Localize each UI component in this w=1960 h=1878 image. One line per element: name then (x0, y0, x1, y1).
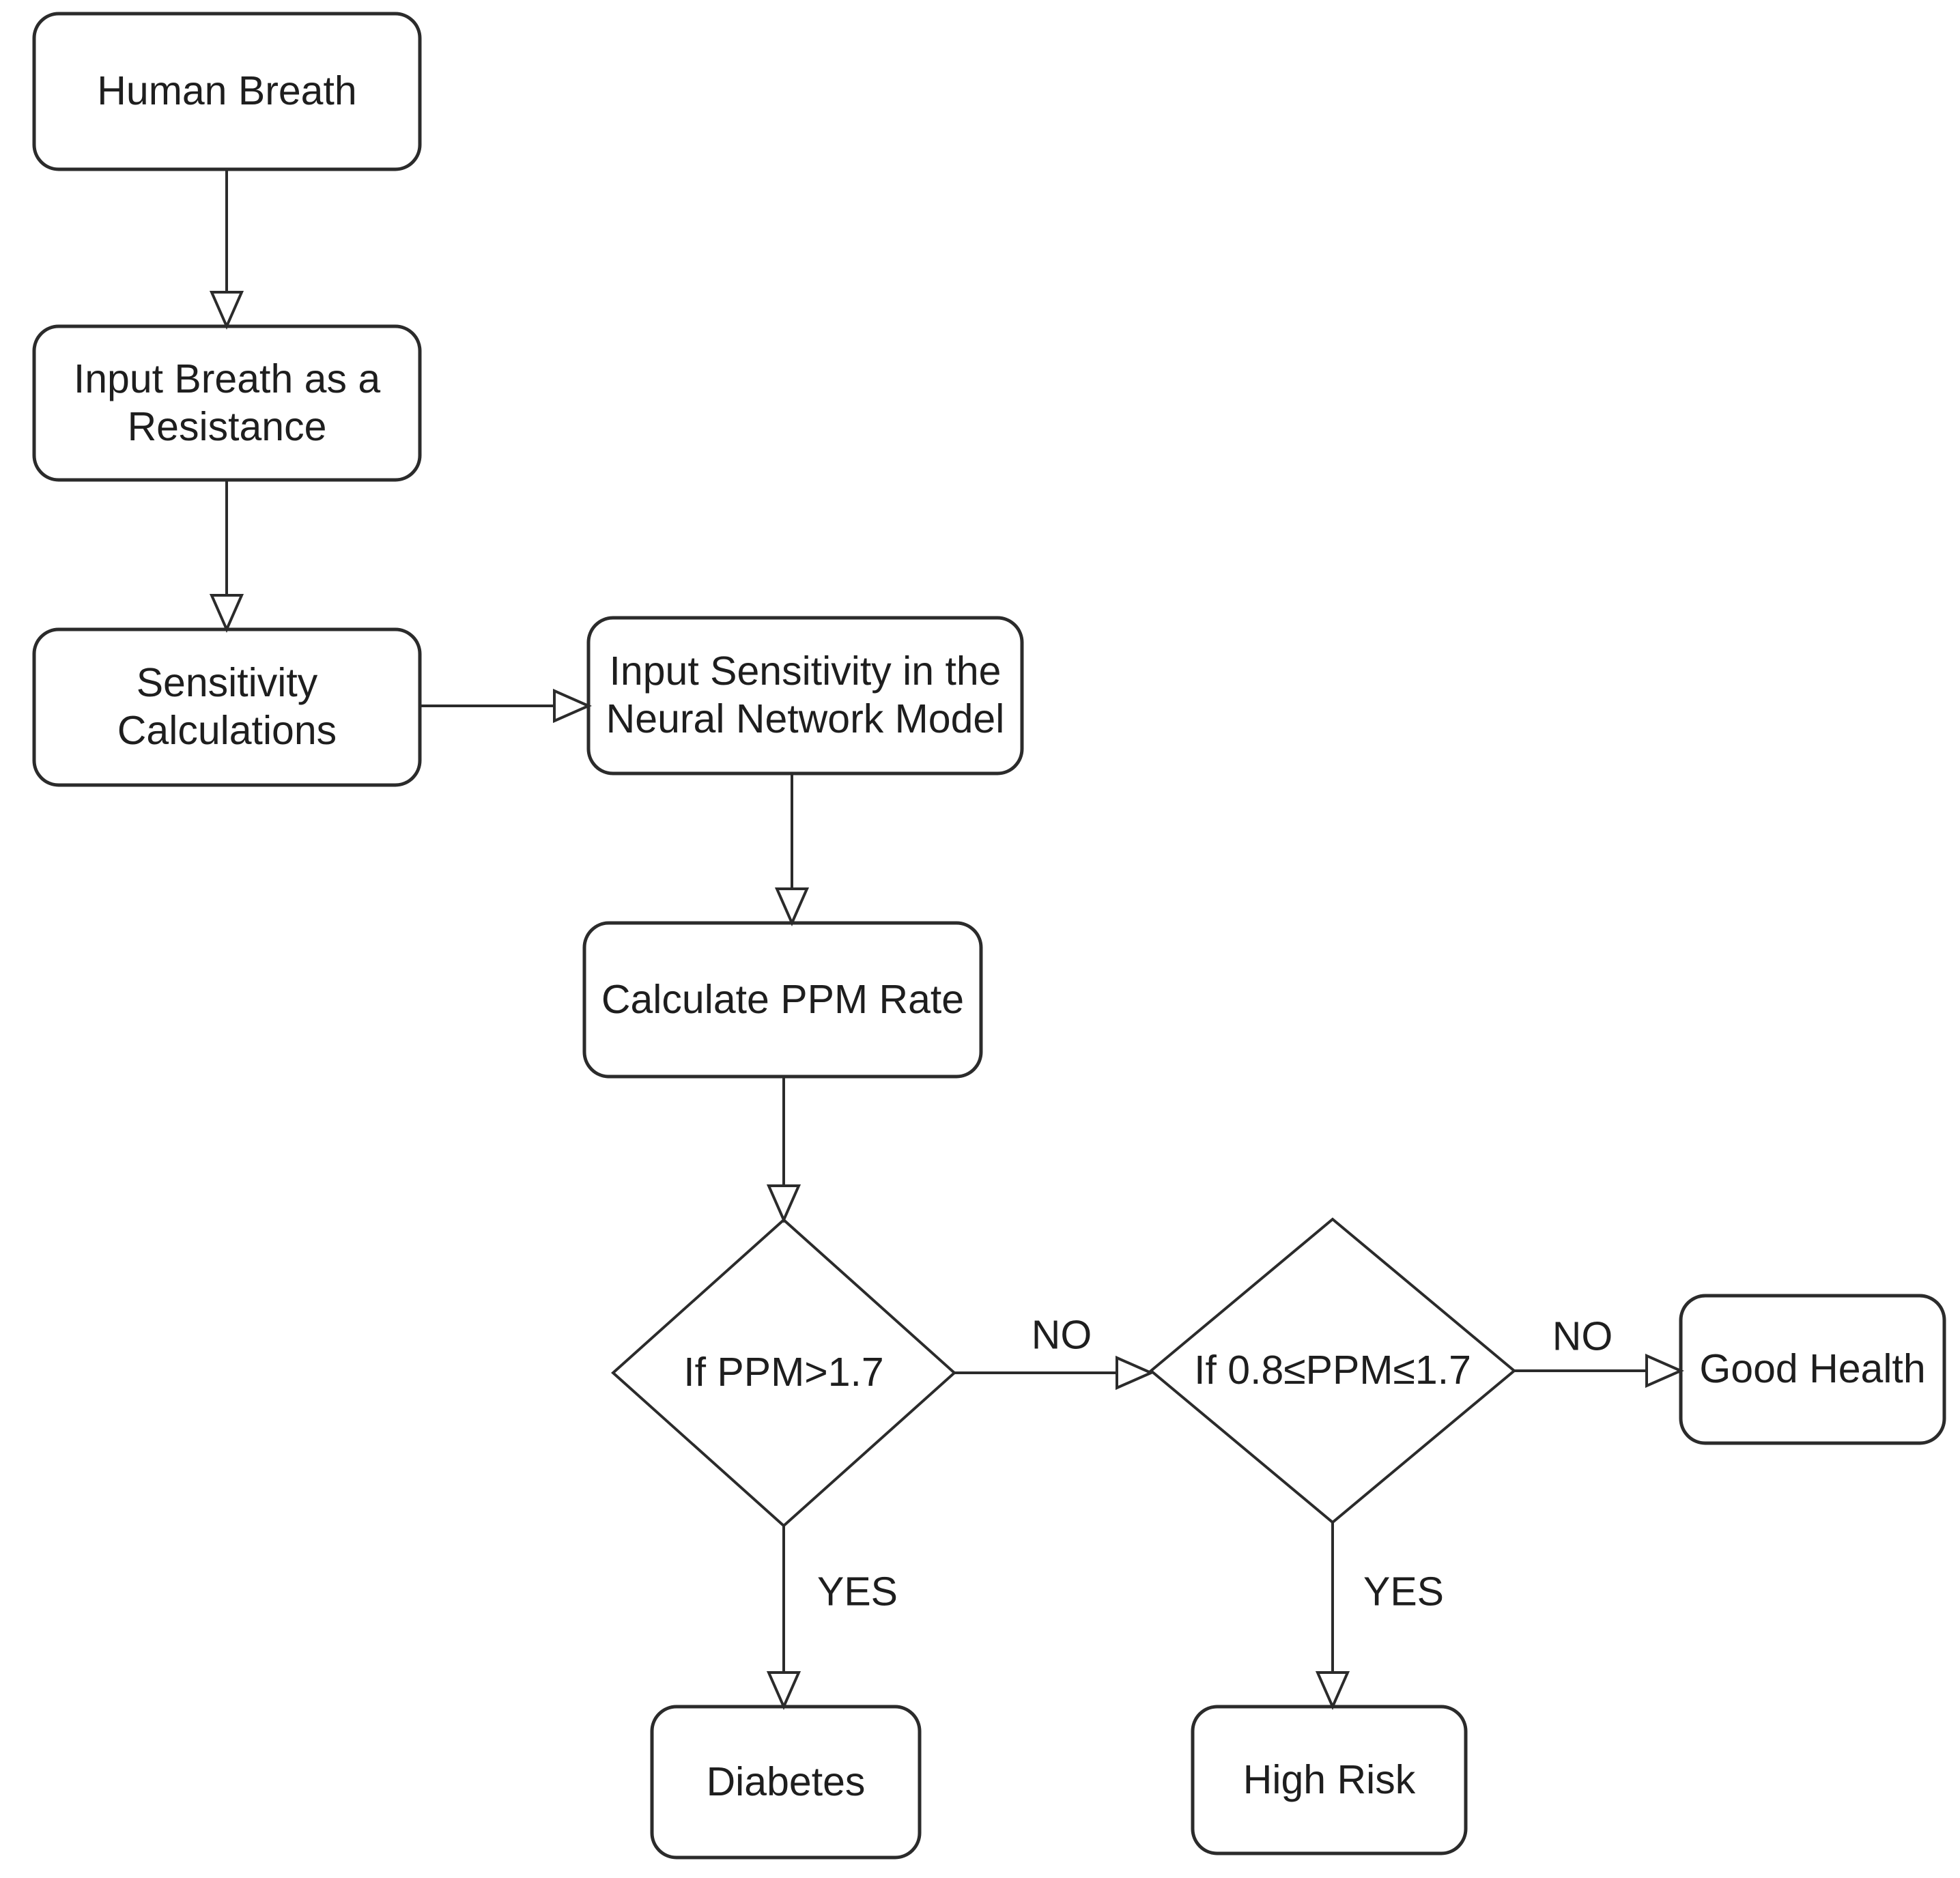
arrowhead-right-icon (553, 688, 592, 724)
sensitivity-calculations-box (32, 627, 422, 787)
diabetes-box (650, 1705, 922, 1860)
input-sensitivity-box (586, 616, 1024, 776)
arrowhead-down-icon (774, 887, 810, 926)
good-health-box (1679, 1294, 1946, 1445)
calculate-ppm-box (582, 921, 983, 1079)
high-risk-box (1191, 1705, 1468, 1855)
human-breath-box (32, 12, 422, 171)
arrowhead-right-icon (1645, 1353, 1684, 1389)
arrowhead-down-icon (1315, 1671, 1350, 1710)
arrowhead-down-icon (766, 1184, 801, 1223)
arrowhead-down-icon (766, 1671, 801, 1710)
arrowhead-down-icon (209, 594, 244, 633)
arrowhead-right-icon (1116, 1355, 1154, 1391)
decision-ppm-range-diamond (1148, 1217, 1517, 1524)
decision-ppm-high-diamond (611, 1218, 956, 1528)
arrowhead-down-icon (209, 291, 244, 330)
input-breath-box (32, 324, 422, 482)
